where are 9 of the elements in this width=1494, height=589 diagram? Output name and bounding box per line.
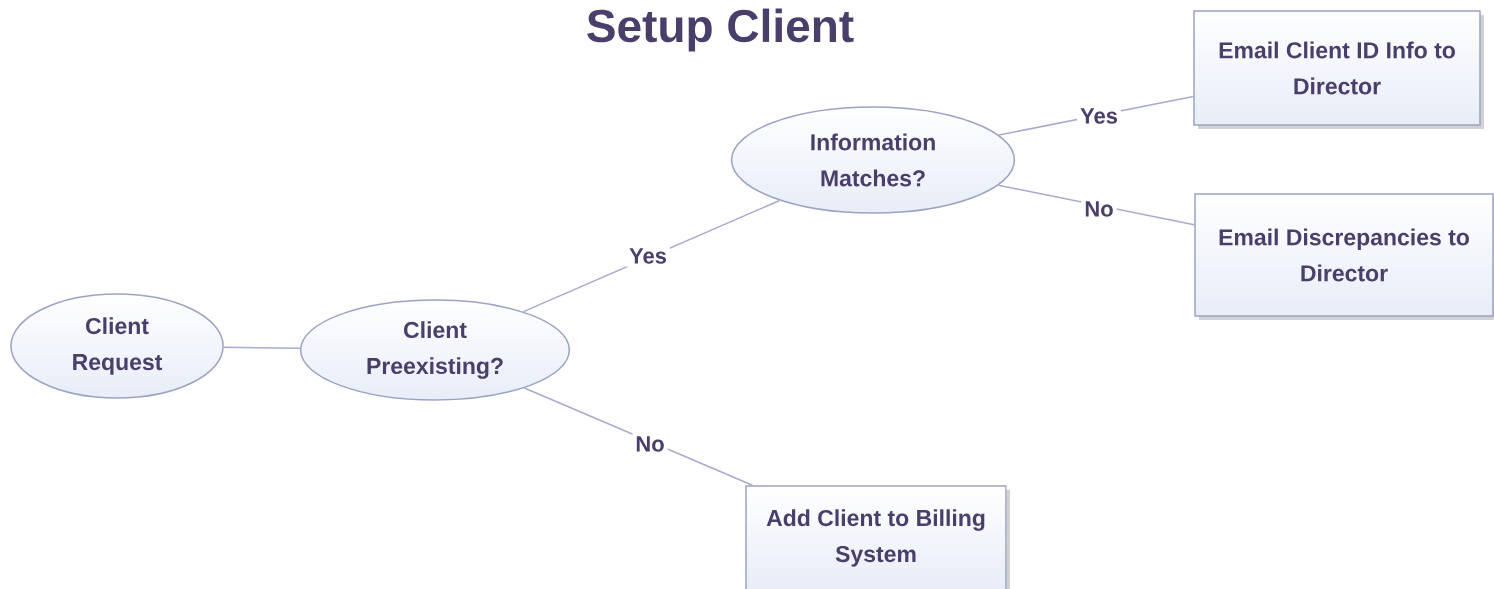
connector	[223, 346, 301, 350]
edge-label: Yes	[626, 245, 670, 267]
edge-label: No	[1081, 198, 1117, 220]
title: Setup Client	[587, 8, 854, 52]
edge-label: No	[632, 433, 668, 455]
process-box: Email Discrepancies to Director	[1194, 193, 1494, 317]
edge-label: Yes	[1077, 105, 1121, 127]
process-box: Add Client to Billing System	[745, 485, 1007, 589]
process-box: Email Client ID Info to Director	[1193, 10, 1481, 126]
